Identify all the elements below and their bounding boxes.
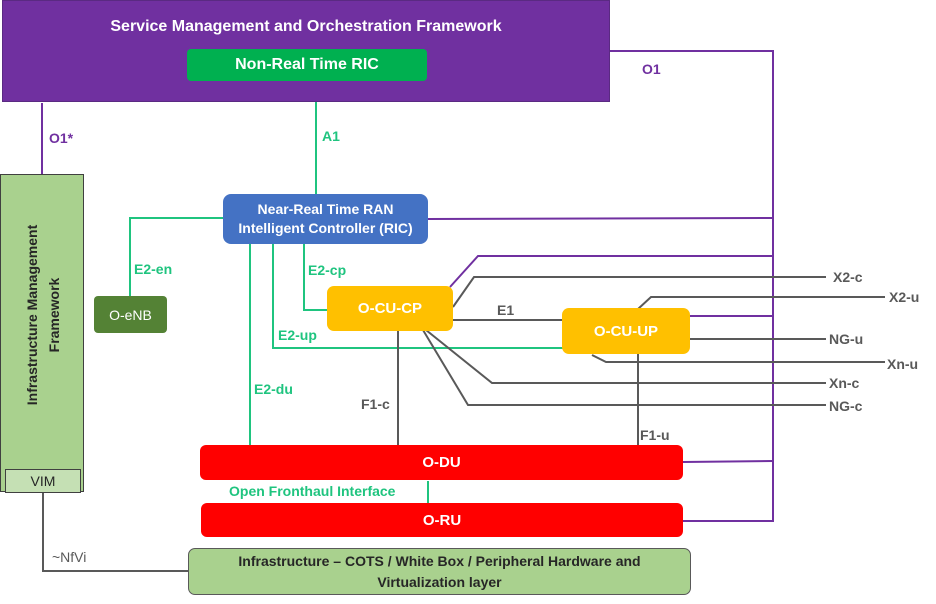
e2-cp-label: E2-cp xyxy=(308,262,347,278)
o-ru-label: O-RU xyxy=(422,511,462,529)
x2-u-line xyxy=(637,296,885,310)
ng-c-label: NG-c xyxy=(829,398,863,414)
ng-c-line xyxy=(422,329,826,406)
e2-en-label: E2-en xyxy=(134,261,173,277)
xn-c-line xyxy=(425,329,826,384)
near-rt-ric-line2: Intelligent Controller (RIC) xyxy=(238,220,413,236)
e2-du-label: E2-du xyxy=(254,381,293,397)
o-enb[interactable]: O-eNB xyxy=(94,296,167,333)
o1-label: O1 xyxy=(642,61,661,77)
e1-label: E1 xyxy=(497,302,515,318)
a1-label: A1 xyxy=(322,128,340,144)
open-fronthaul-label: Open Fronthaul Interface xyxy=(229,483,396,499)
infra-mgmt-title-line2: Framework xyxy=(46,277,62,353)
o1-to-o-du xyxy=(682,460,774,463)
nfvi-line xyxy=(42,491,188,572)
o-cu-cp-label: O-CU-CP xyxy=(357,300,423,317)
o-ru[interactable]: O-RU xyxy=(201,503,683,537)
non-rt-ric[interactable]: Non-Real Time RIC xyxy=(187,49,427,81)
e2-up-label: E2-up xyxy=(278,327,317,343)
e2-cp-line xyxy=(303,244,328,311)
nfvi-label: ~NfVi xyxy=(52,549,87,565)
o-enb-label: O-eNB xyxy=(109,306,152,323)
o1-to-o-cu-cp xyxy=(449,255,773,288)
infrastructure-line2: Virtualization layer xyxy=(377,573,502,590)
xn-u-label: Xn-u xyxy=(887,356,919,372)
near-rt-ric[interactable]: Near-Real Time RAN Intelligent Controlle… xyxy=(223,194,428,244)
x2-c-label: X2-c xyxy=(833,269,863,285)
o-du-label: O-DU xyxy=(422,454,461,471)
o1-bus-top xyxy=(610,50,774,522)
e2-en-line xyxy=(129,217,223,296)
f1-u-label: F1-u xyxy=(640,427,670,443)
xn-u-line xyxy=(591,354,885,363)
ng-u-label: NG-u xyxy=(829,331,864,347)
e2-up-line xyxy=(272,244,563,349)
infra-mgmt-title-line1: Infrastructure Management xyxy=(24,224,40,406)
o-du[interactable]: O-DU xyxy=(200,445,683,480)
o-cu-cp[interactable]: O-CU-CP xyxy=(327,286,453,331)
infra-mgmt-framework[interactable]: Infrastructure Management Framework VIM xyxy=(0,174,84,493)
infrastructure-layer[interactable]: Infrastructure – COTS / White Box / Peri… xyxy=(188,548,691,595)
x2-u-label: X2-u xyxy=(889,289,920,305)
xn-c-label: Xn-c xyxy=(829,375,860,391)
f1-c-label: F1-c xyxy=(361,396,390,412)
o-cu-up-label: O-CU-UP xyxy=(593,322,659,340)
x2-c-line xyxy=(452,276,826,308)
non-rt-ric-label: Non-Real Time RIC xyxy=(235,56,379,73)
o1-to-near-rt-ric xyxy=(427,217,774,220)
near-rt-ric-line1: Near-Real Time RAN xyxy=(257,201,394,217)
smo-title: Service Management and Orchestration Fra… xyxy=(110,18,502,35)
infra-mgmt-title: Infrastructure Management Framework xyxy=(21,225,65,405)
o1-star-label: O1* xyxy=(49,130,74,146)
o-cu-up[interactable]: O-CU-UP xyxy=(562,308,690,354)
vim-box[interactable]: VIM xyxy=(5,469,81,493)
vim-label: VIM xyxy=(30,473,56,489)
infrastructure-line1: Infrastructure – COTS / White Box / Peri… xyxy=(238,552,641,569)
